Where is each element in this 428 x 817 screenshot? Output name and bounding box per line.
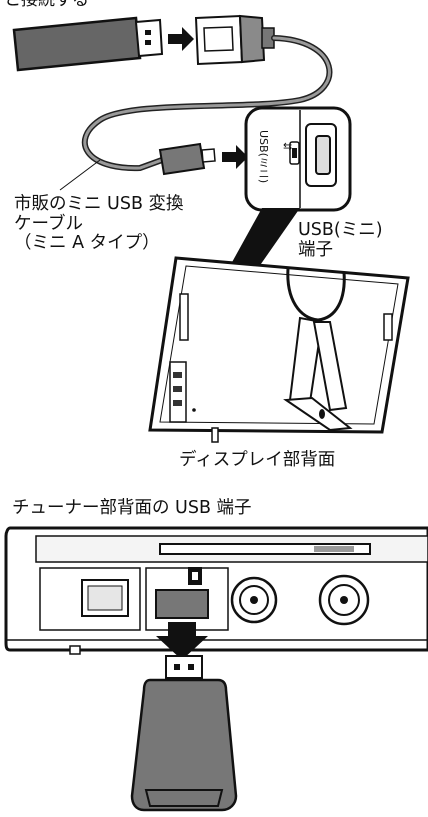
display-back-label: ディスプレイ部背面: [179, 450, 336, 470]
usb-memory-stick-bottom: [130, 655, 238, 812]
coax-connector-1: [230, 576, 278, 624]
insert-arrow-mini: [222, 145, 248, 169]
usb-mini-port-label: USB(ミニ) 端子: [298, 220, 383, 260]
svg-text:⇆: ⇆: [283, 140, 292, 153]
extension-socket: [194, 14, 275, 66]
port-vertical-label: USB(ミニ): [257, 130, 270, 184]
tuner-back: [4, 526, 428, 655]
coax-connector-2: [318, 574, 370, 626]
top-cut-text: と接続する: [4, 0, 89, 10]
port-closeup-inset: ⇆: [244, 106, 352, 212]
insert-arrow-top: [168, 27, 194, 51]
insert-arrow-bottom: [156, 622, 208, 660]
display-back: [148, 256, 410, 443]
cable-label: 市販のミニ USB 変換 ケーブル （ミニ A タイプ）: [14, 194, 184, 254]
mini-usb-cable: [59, 35, 333, 191]
usb-memory-stick-top: [12, 16, 164, 72]
tuner-usb-label: チューナー部背面の USB 端子: [12, 498, 252, 518]
